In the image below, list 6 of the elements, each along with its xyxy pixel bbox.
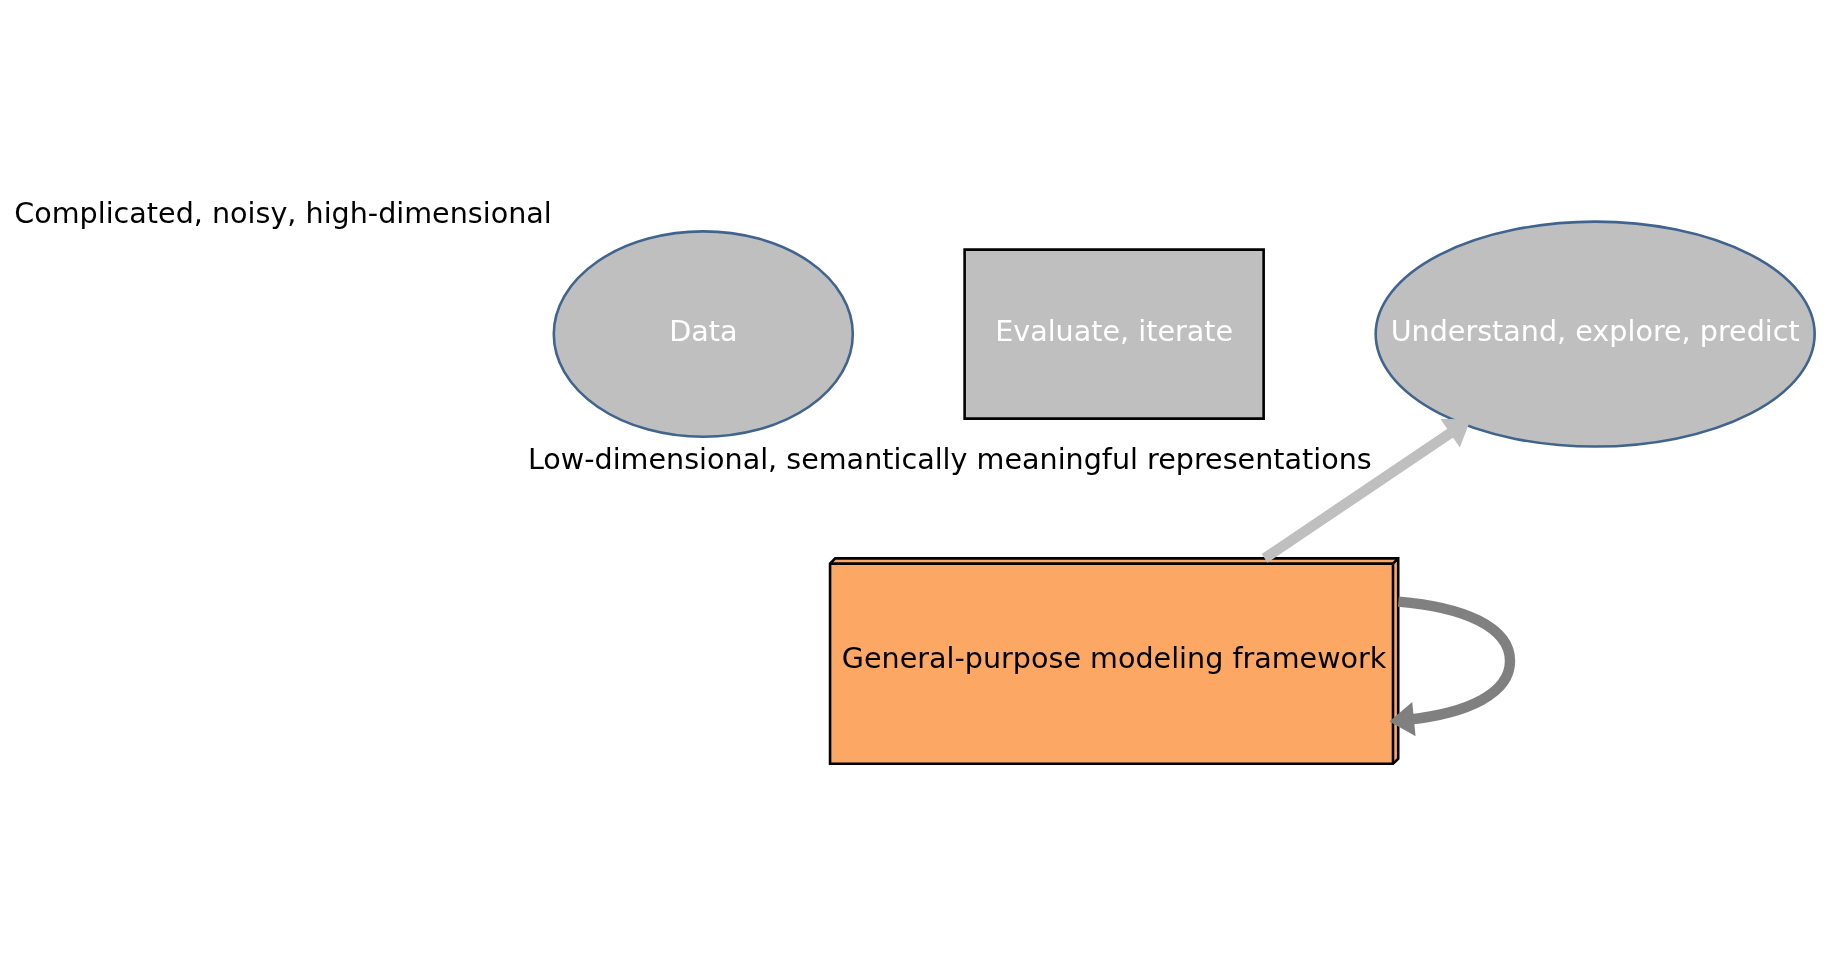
arrow — [1389, 596, 1516, 737]
node-ellipse: Data — [552, 230, 855, 439]
node-label: Complicated, noisy, high-dimensional — [14, 196, 552, 231]
arrow — [1261, 418, 1471, 563]
node-box: Evaluate, iterate — [963, 248, 1265, 420]
node-label: Low-dimensional, semantically meaningful representations — [527, 442, 1372, 477]
